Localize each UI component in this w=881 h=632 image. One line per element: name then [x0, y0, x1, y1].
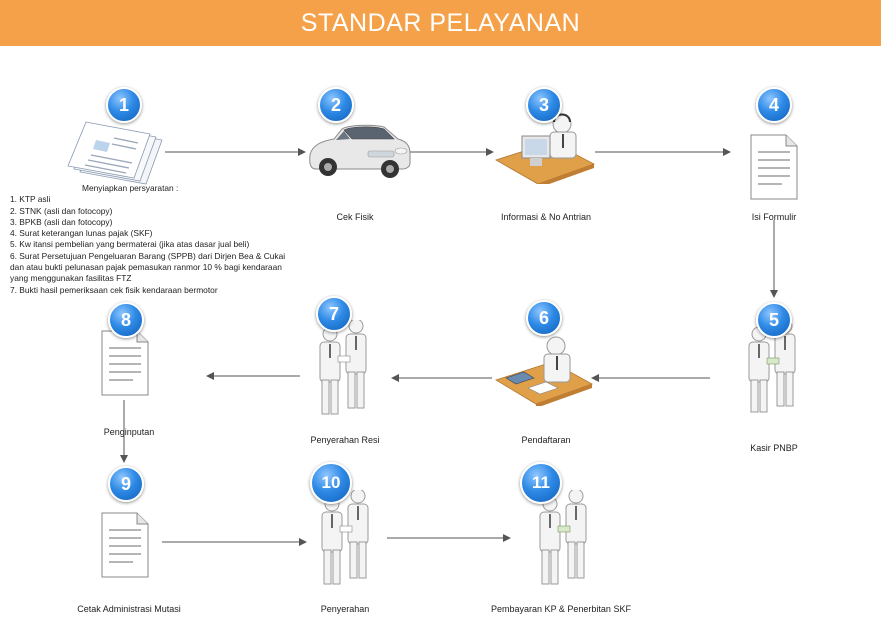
step-9-label: Cetak Administrasi Mutasi [77, 604, 181, 614]
step-8-label: Penginputan [103, 427, 155, 437]
requirement-item: 6. Surat Persetujuan Pengeluaran Barang … [10, 250, 286, 261]
requirements-list: Menyiapkan persyaratan : 1. KTP asli 2. … [10, 183, 285, 296]
documents-icon [67, 121, 163, 185]
form-document-icon [750, 134, 798, 200]
step-11-label: Pembayaran KP & Penerbitan SKF [491, 604, 631, 614]
requirement-item: 4. Surat keterangan lunas pajak (SKF) [10, 228, 153, 239]
payment-people-icon [539, 490, 587, 585]
step-1-badge: 1 [106, 87, 142, 123]
step-9-badge: 9 [108, 466, 144, 502]
step-5-badge: 5 [756, 302, 792, 338]
requirement-item: yang menggunakan fasilitas FTZ [10, 273, 132, 284]
print-document-icon [101, 512, 149, 578]
requirement-item: 3. BPKB (asli dan fotocopy) [10, 216, 113, 227]
step-5-label: Kasir PNBP [750, 443, 798, 453]
step-3-badge: 3 [526, 87, 562, 123]
step-11-badge: 11 [520, 462, 562, 504]
page-title: STANDAR PELAYANAN [300, 9, 581, 37]
step-7-badge: 7 [316, 296, 352, 332]
requirement-item: 7. Bukti hasil pemeriksaan cek fisik ken… [10, 284, 218, 295]
requirement-item: 2. STNK (asli dan fotocopy) [10, 205, 113, 216]
requirements-title: Menyiapkan persyaratan : [82, 183, 179, 193]
step-8-badge: 8 [108, 302, 144, 338]
registration-desk-icon [495, 336, 593, 406]
step-10-label: Penyerahan [320, 604, 370, 614]
input-document-icon [101, 330, 149, 396]
requirement-item: 1. KTP asli [10, 194, 51, 205]
car-icon [309, 124, 411, 178]
desk-operator-icon [495, 113, 595, 184]
handover-people-icon [319, 320, 367, 415]
step-6-label: Pendaftaran [521, 435, 571, 445]
handover-people-icon [321, 490, 369, 585]
requirement-item: 5. Kw itansi pembelian yang bermaterai (… [10, 239, 250, 250]
step-2-badge: 2 [318, 87, 354, 123]
requirement-item: dan atau bukti pelunasan pajak pemasukan… [10, 262, 282, 273]
step-10-badge: 10 [310, 462, 352, 504]
step-4-label: Isi Formulir [751, 212, 797, 222]
header-bar: STANDAR PELAYANAN [0, 0, 881, 46]
step-7-label: Penyerahan Resi [310, 435, 380, 445]
step-3-label: Informasi & No Antrian [500, 212, 592, 222]
step-2-label: Cek Fisik [336, 212, 374, 222]
step-4-badge: 4 [756, 87, 792, 123]
step-6-badge: 6 [526, 300, 562, 336]
